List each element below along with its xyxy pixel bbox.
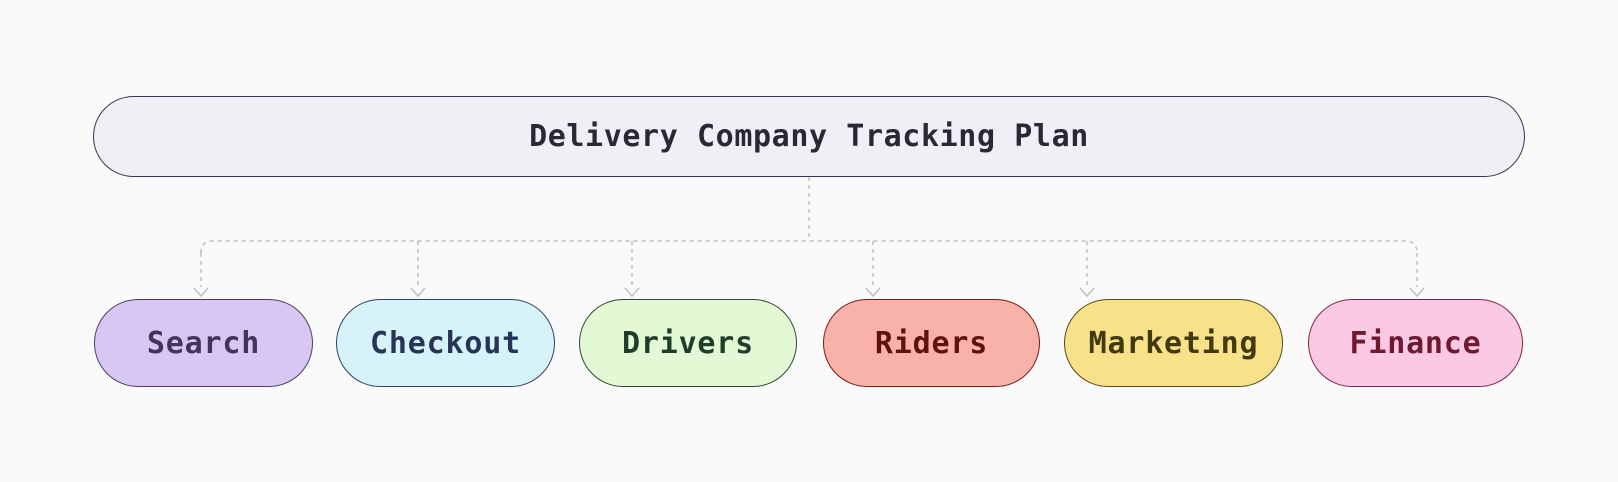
node-riders-label: Riders: [874, 325, 989, 361]
node-marketing[interactable]: Marketing: [1064, 299, 1283, 387]
node-drivers-label: Drivers: [621, 325, 755, 361]
node-drivers[interactable]: Drivers: [579, 299, 797, 387]
node-checkout-label: Checkout: [370, 325, 521, 361]
arrow-down-icon: [1409, 287, 1425, 298]
root-node-label: Delivery Company Tracking Plan: [529, 119, 1089, 154]
arrow-down-icon: [1079, 287, 1095, 298]
node-riders[interactable]: Riders: [823, 299, 1040, 387]
arrow-down-icon: [193, 287, 209, 298]
node-marketing-label: Marketing: [1088, 325, 1259, 361]
node-search[interactable]: Search: [94, 299, 313, 387]
node-search-label: Search: [146, 325, 261, 361]
arrow-down-icon: [410, 287, 426, 298]
connector-bus: [200, 240, 1418, 254]
root-node-tracking-plan[interactable]: Delivery Company Tracking Plan: [93, 96, 1525, 177]
arrow-down-icon: [865, 287, 881, 298]
node-finance-label: Finance: [1349, 325, 1482, 361]
node-checkout[interactable]: Checkout: [336, 299, 555, 387]
arrow-down-icon: [624, 287, 640, 298]
node-finance[interactable]: Finance: [1308, 299, 1523, 387]
